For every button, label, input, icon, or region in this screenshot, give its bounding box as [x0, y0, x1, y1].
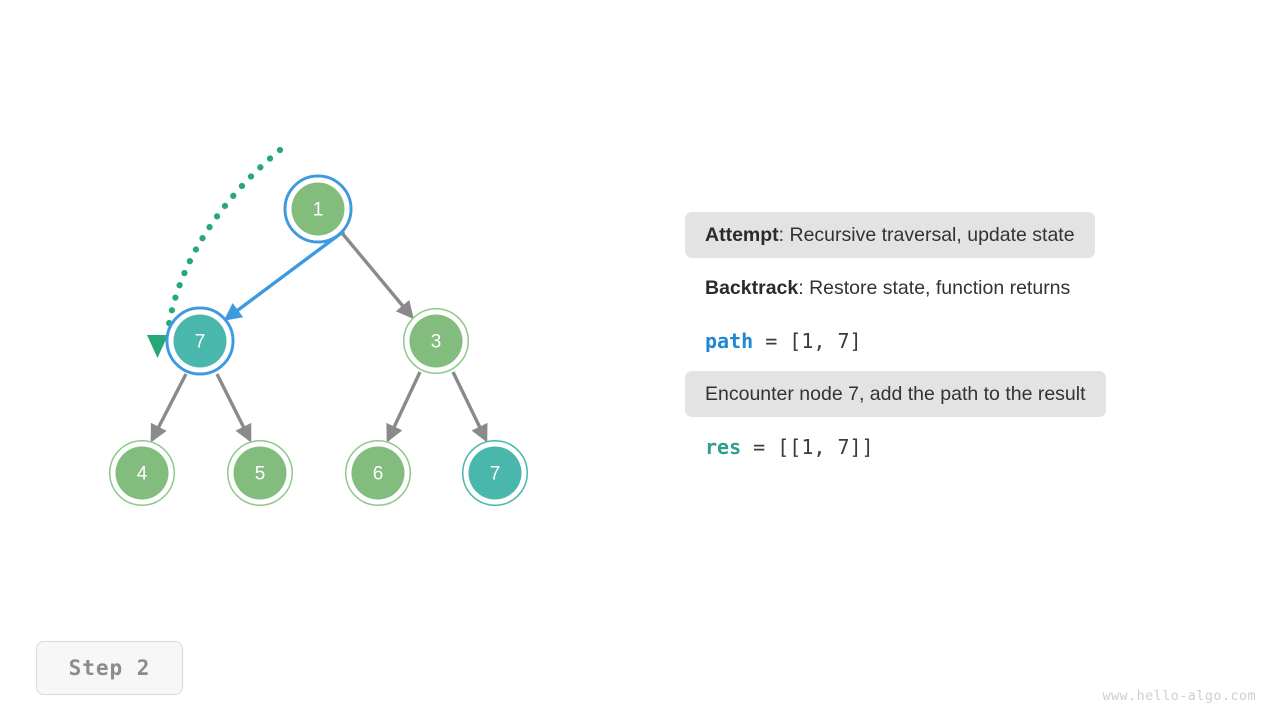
panel-line-backtrack: Backtrack: Restore state, function retur…: [685, 265, 1245, 311]
attempt-label: Attempt: [705, 223, 779, 246]
panel-line-res: res = [[1, 7]]: [685, 424, 1245, 470]
tree-node-label: 4: [137, 464, 148, 485]
attempt-highlight-box: Attempt: Recursive traversal, update sta…: [685, 212, 1095, 258]
tree-node-3[interactable]: 3: [403, 308, 469, 374]
edge-3-to-7b: [451, 371, 488, 443]
backtrack-row: Backtrack: Restore state, function retur…: [685, 265, 1090, 311]
tree-node-4[interactable]: 4: [109, 440, 175, 506]
tree-node-5[interactable]: 5: [227, 440, 293, 506]
edge-1-to-7: [223, 229, 346, 321]
edge-3-to-6: [386, 371, 422, 443]
binary-tree-diagram: 1 7 3 4: [109, 146, 528, 506]
encounter-text: Encounter node 7, add the path to the re…: [705, 382, 1086, 405]
tree-node-1[interactable]: 1: [283, 174, 353, 244]
tree-edges: [150, 229, 488, 443]
panel-line-encounter: Encounter node 7, add the path to the re…: [685, 371, 1245, 417]
tree-node-label: 1: [313, 200, 324, 221]
backtrack-description: : Restore state, function returns: [798, 276, 1071, 299]
tree-node-7-left[interactable]: 7: [165, 306, 235, 376]
res-value: = [[1, 7]]: [741, 435, 874, 459]
encounter-highlight-box: Encounter node 7, add the path to the re…: [685, 371, 1106, 417]
tree-node-label: 5: [255, 464, 266, 485]
panel-line-path: path = [1, 7]: [685, 318, 1245, 364]
tree-node-label: 3: [431, 332, 442, 353]
path-value: = [1, 7]: [753, 329, 862, 353]
tree-node-7-leaf[interactable]: 7: [462, 440, 528, 506]
backtrack-label: Backtrack: [705, 276, 799, 299]
tree-nodes: 1 7 3 4: [109, 174, 528, 506]
step-badge-label: Step 2: [68, 656, 151, 680]
edge-1-to-3: [340, 231, 414, 320]
res-row: res = [[1, 7]]: [685, 424, 894, 470]
res-keyword: res: [705, 435, 742, 459]
path-keyword: path: [705, 329, 754, 353]
panel-line-attempt: Attempt: Recursive traversal, update sta…: [685, 212, 1245, 258]
backtrack-text: Backtrack: Restore state, function retur…: [705, 277, 1070, 300]
edge-7-to-4: [150, 373, 188, 443]
tree-node-label: 7: [490, 464, 501, 485]
tree-node-label: 6: [373, 464, 384, 485]
step-badge: Step 2: [36, 641, 183, 695]
edge-7-to-5: [215, 373, 252, 443]
dotted-backtrack-curve: [147, 146, 284, 358]
explanation-panel: Attempt: Recursive traversal, update sta…: [685, 212, 1245, 477]
attempt-description: : Recursive traversal, update state: [778, 223, 1075, 246]
tree-node-6[interactable]: 6: [345, 440, 411, 506]
path-row: path = [1, 7]: [685, 318, 882, 364]
attempt-text: Attempt: Recursive traversal, update sta…: [705, 224, 1075, 247]
watermark: www.hello-algo.com: [1102, 688, 1256, 704]
tree-node-label: 7: [195, 332, 206, 353]
